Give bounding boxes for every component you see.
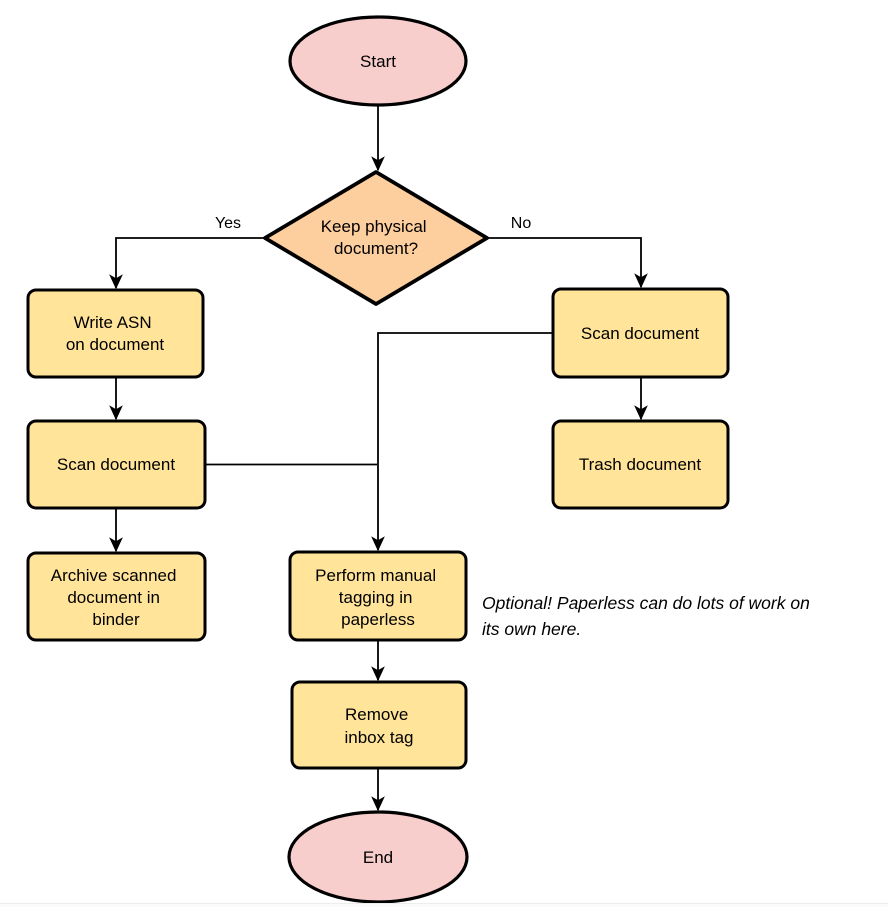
node-scan-right-label: Scan document [581, 324, 699, 343]
node-remove-inbox [290, 680, 468, 770]
node-remove-inbox-label-line: Remove [345, 705, 408, 724]
node-start [288, 15, 468, 107]
edge-label-no: No [511, 215, 532, 232]
node-end-label: End [363, 848, 393, 867]
node-archive [26, 551, 207, 642]
node-tagging-label-line: Perform manual [315, 566, 436, 585]
annotation-note-line: Optional! Paperless can do lots of work … [482, 593, 810, 613]
node-remove-inbox-label-line: inbox tag [345, 728, 414, 747]
node-remove-inbox-label: Remove inbox tag [345, 705, 414, 747]
node-archive-label-line: binder [92, 610, 140, 629]
edge-decision-no-to-scan-right [487, 237, 648, 289]
node-archive-label-line: document in [67, 588, 160, 607]
edge-decision-yes-to-write-asn [109, 237, 265, 290]
node-trash-label: Trash document [579, 455, 701, 474]
node-end [287, 810, 469, 904]
annotation-note: Optional! Paperless can do lots of work … [482, 593, 815, 639]
edge-label-yes: Yes [215, 215, 241, 232]
node-archive-label: Archive scanned document in binder [51, 566, 181, 629]
node-scan-right [551, 287, 730, 379]
edge-scan-right-to-tagging [371, 332, 553, 552]
node-archive-label-line: Archive scanned [51, 566, 177, 585]
node-write-asn-label: Write ASN on document [66, 313, 165, 354]
node-tagging-label-line: tagging in [339, 588, 413, 607]
node-decision-label-line: Keep physical [321, 217, 427, 236]
node-scan-left-label: Scan document [57, 455, 175, 474]
node-tagging-label-line: paperless [341, 610, 415, 629]
node-trash [551, 419, 730, 510]
node-decision-label-line: document? [334, 239, 418, 258]
node-decision-label: Keep physical document? [321, 217, 432, 258]
annotation-note-line: its own here. [482, 619, 581, 639]
node-decision [263, 170, 489, 306]
node-tagging [288, 550, 468, 642]
node-tagging-label: Perform manual tagging in paperless [315, 566, 441, 629]
page-bottom-strip [0, 904, 888, 907]
node-write-asn-label-line: on document [66, 335, 165, 354]
node-write-asn [26, 288, 205, 379]
node-scan-left [26, 419, 207, 510]
node-start-label: Start [360, 52, 396, 71]
node-write-asn-label-line: Write ASN [74, 313, 152, 332]
